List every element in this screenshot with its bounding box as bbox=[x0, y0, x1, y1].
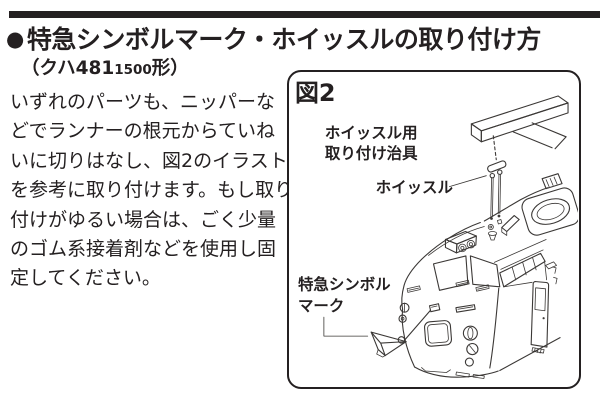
figure-panel: 図2 ホイッスル用 取り付け治具 ホイッスル 特急シンボル マーク bbox=[287, 70, 581, 389]
section-title-row: ● 特急シンボルマーク・ホイッスルの取り付け方 bbox=[6, 20, 541, 56]
instruction-line: のゴム系接着剤などを使用し固 bbox=[10, 238, 277, 261]
whistle-callout: ホイッスル bbox=[376, 179, 454, 197]
symbol-mark-leader-line bbox=[323, 316, 369, 337]
roof-mounting-holes bbox=[487, 219, 503, 241]
figure-label: 図2 bbox=[295, 79, 336, 107]
figure-drawing: 図2 ホイッスル用 取り付け治具 ホイッスル 特急シンボル マーク bbox=[295, 79, 578, 379]
section-title: 特急シンボルマーク・ホイッスルの取り付け方 bbox=[26, 25, 542, 54]
symbol-mark-callout-line1: 特急シンボル bbox=[298, 274, 391, 293]
model-number: 1500 bbox=[114, 62, 152, 78]
insertion-dashed-line bbox=[492, 135, 497, 161]
whistle-jig-drawing bbox=[470, 95, 569, 150]
model-suffix: 形） bbox=[151, 58, 189, 79]
instruction-line: いずれのパーツも、ニッパーな bbox=[10, 91, 276, 113]
section-subtitle: （クハ4811500形） bbox=[21, 54, 189, 80]
section-bullet-icon: ● bbox=[6, 26, 24, 51]
symbol-mark-part-drawing bbox=[370, 331, 407, 358]
whistle-leader-line bbox=[449, 175, 487, 188]
symbol-mark-callout-line2: マーク bbox=[298, 297, 344, 315]
instruction-line: 付けがゆるい場合は、ごく少量 bbox=[10, 208, 277, 231]
instruction-line: 定してください。 bbox=[10, 267, 161, 290]
instruction-text: いずれのパーツも、ニッパーな どでランナーの根元からていね いに切りはなし、図2… bbox=[10, 88, 294, 294]
instruction-line: を参考に取り付けます。もし取り bbox=[10, 179, 294, 202]
train-front-drawing bbox=[397, 173, 578, 379]
instruction-line: どでランナーの根元からていね bbox=[10, 120, 276, 143]
symbol-mark-insertion-line bbox=[404, 309, 432, 341]
jig-callout-line2: 取り付け治具 bbox=[325, 144, 418, 163]
model-prefix: （クハ481 bbox=[21, 58, 115, 79]
instruction-line: いに切りはなし、図2のイラスト bbox=[10, 149, 288, 172]
whistle-part-drawing bbox=[487, 160, 507, 220]
jig-callout-line1: ホイッスル用 bbox=[325, 124, 418, 142]
top-rule bbox=[9, 11, 600, 18]
